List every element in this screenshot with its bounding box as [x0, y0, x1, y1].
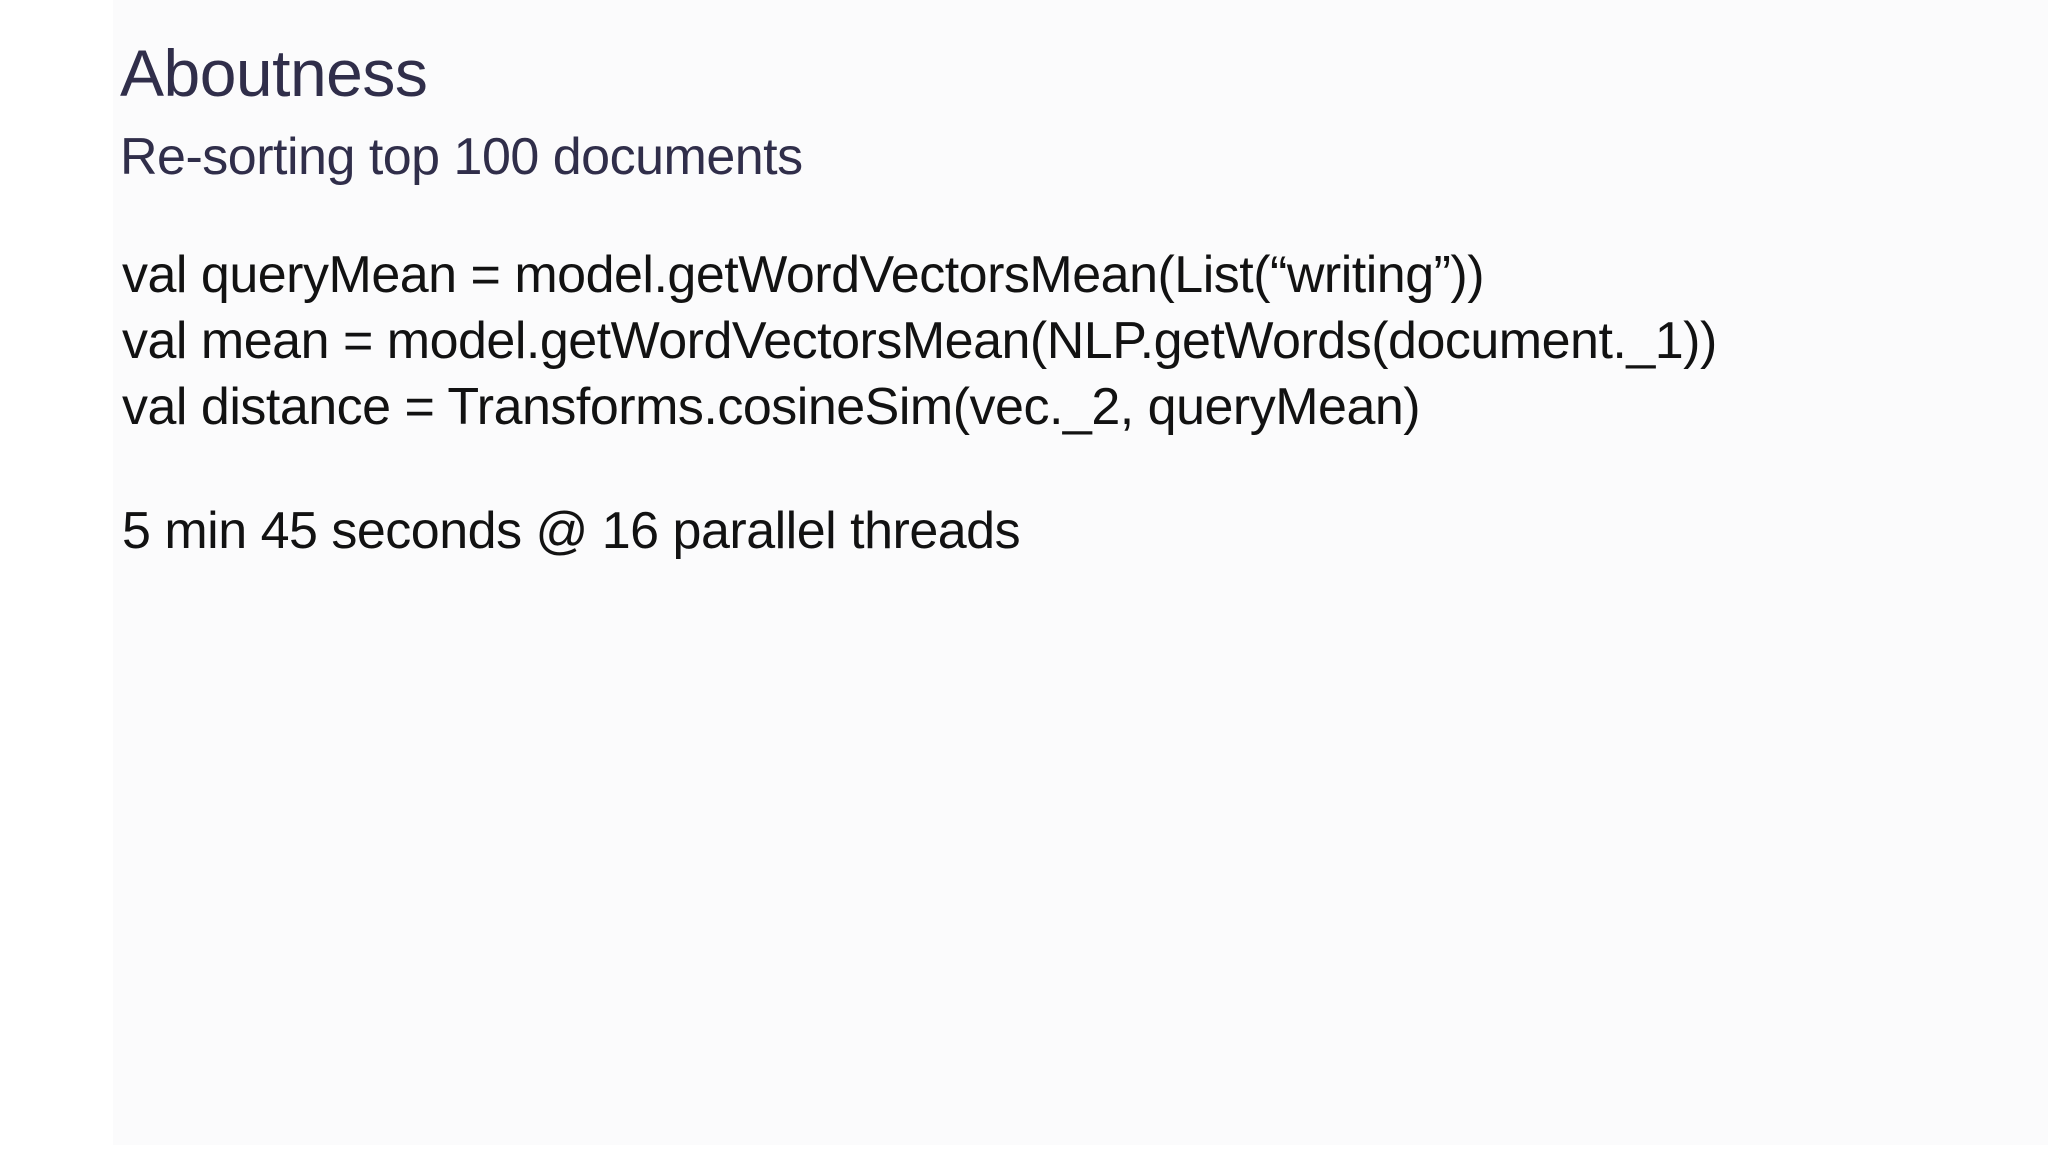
timing-note: 5 min 45 seconds @ 16 parallel threads — [122, 502, 1021, 560]
code-line-query-mean: val queryMean = model.getWordVectorsMean… — [122, 246, 1485, 304]
code-line-distance: val distance = Transforms.cosineSim(vec.… — [122, 378, 1421, 436]
code-line-mean: val mean = model.getWordVectorsMean(NLP.… — [122, 312, 1717, 370]
slide-title: Aboutness — [120, 36, 428, 110]
code-block: val queryMean = model.getWordVectorsMean… — [122, 242, 1717, 440]
slide-canvas: Aboutness Re-sorting top 100 documents v… — [113, 0, 2048, 1145]
slide-subtitle: Re-sorting top 100 documents — [120, 128, 803, 186]
